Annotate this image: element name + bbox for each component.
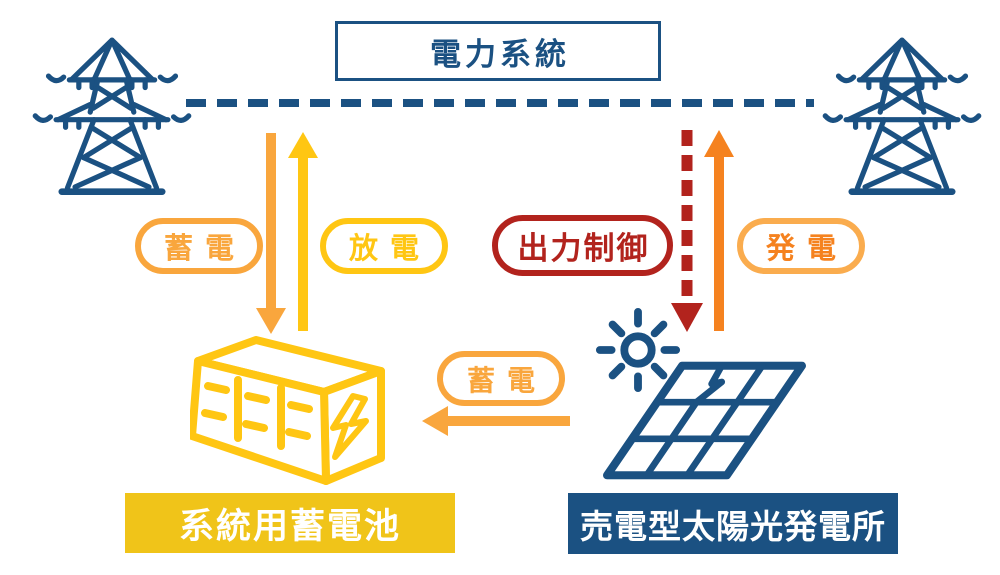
generation-pill-label: 発電 [765,231,848,265]
charge-pill: 蓄電 [135,218,263,274]
charge-from-solar-pill: 蓄電 [437,351,565,406]
charge-left-arrow [422,406,570,436]
transmission-tower-icon [22,28,202,200]
generation-pill: 発電 [737,218,865,274]
curtailment-pill: 出力制御 [492,215,673,276]
grid-title-box: 電力系統 [335,21,661,81]
solar-plant-label-box: 売電型太陽光発電所 [568,493,898,554]
grid-title: 電力系統 [430,36,570,73]
battery-label: 系統用蓄電池 [178,506,401,547]
discharge-pill: 放電 [320,218,448,274]
charge-pill-label: 蓄電 [163,231,246,265]
charge-down-arrow [256,133,286,334]
generation-up-arrow [704,130,734,331]
curtailment-dashed-down-arrow [671,130,703,332]
transmission-tower-icon [812,28,992,200]
charge-from-solar-pill-label: 蓄電 [466,363,547,397]
battery-label-box: 系統用蓄電池 [125,493,455,553]
solar-panel-icon [603,361,806,480]
discharge-up-arrow [288,132,318,331]
curtailment-pill-label: 出力制御 [517,231,650,267]
battery-container-icon [190,336,390,486]
discharge-pill-label: 放電 [348,231,431,265]
solar-plant-label: 売電型太陽光発電所 [580,506,886,546]
